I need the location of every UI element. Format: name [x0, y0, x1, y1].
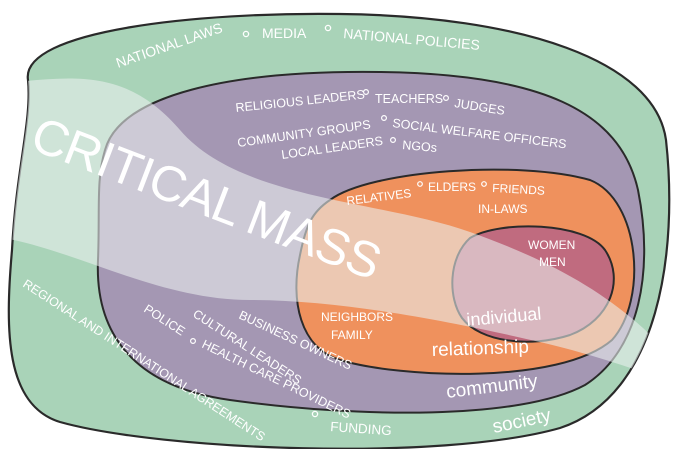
separator-dot	[481, 181, 487, 187]
community-item-teachers: TEACHERS	[375, 92, 443, 106]
separator-dot	[363, 88, 370, 95]
relationship-item-in-laws: IN-LAWS	[478, 202, 528, 216]
separator-dot	[311, 410, 319, 418]
separator-dot	[242, 30, 250, 38]
separator-dot	[381, 114, 388, 121]
individual-item-women: WOMEN	[528, 238, 575, 252]
critical-mass-band	[8, 78, 670, 390]
relationship-item-elders: ELDERS	[428, 180, 476, 194]
separator-dot	[443, 94, 450, 101]
relationship-level-label: relationship	[431, 337, 529, 361]
individual-item-men: MEN	[539, 255, 566, 269]
society-item-media: MEDIA	[262, 25, 307, 41]
separator-dot	[390, 137, 397, 144]
separator-dot	[190, 338, 197, 345]
society-item-funding: FUNDING	[330, 419, 392, 438]
separator-dot	[324, 24, 332, 32]
relationship-item-family: FAMILY	[331, 328, 373, 342]
relationship-item-neighbors: NEIGHBORS	[321, 310, 393, 324]
community-item-ngos: NGOs	[402, 138, 438, 155]
relationship-item-friends: FRIENDS	[492, 181, 545, 198]
separator-dot	[417, 181, 423, 187]
